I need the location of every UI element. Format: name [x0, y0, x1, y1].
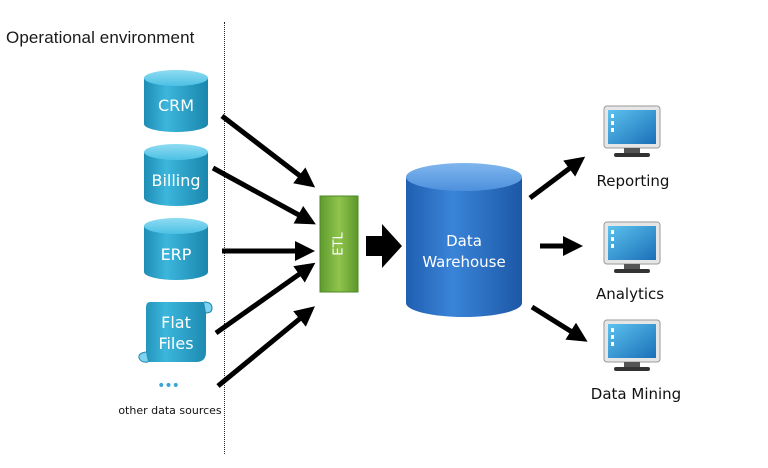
- etl-box: ETL: [319, 195, 359, 293]
- arrow-to-reporting: [528, 156, 586, 200]
- source-billing: Billing: [144, 144, 208, 206]
- monitor-icon: [603, 221, 661, 273]
- input-arrows: [211, 114, 316, 388]
- warehouse-label-line1: Data: [446, 232, 482, 250]
- source-flat-files-label-line2: Files: [158, 334, 193, 353]
- data-warehouse: Data Warehouse: [406, 163, 522, 317]
- environment-label: Operational environment: [6, 28, 195, 47]
- arrow-billing-to-etl: [211, 165, 316, 225]
- source-flat-files: Flat Files: [138, 301, 213, 363]
- monitor-icon: [603, 319, 661, 371]
- etl-label: ETL: [332, 232, 347, 256]
- destination-reporting-label: Reporting: [597, 172, 670, 190]
- destination-analytics: Analytics: [596, 221, 664, 303]
- arrow-flatfiles-to-etl: [214, 262, 316, 336]
- arrow-other-to-etl: [216, 306, 315, 388]
- output-arrows: [528, 156, 588, 342]
- arrow-etl-to-warehouse: [366, 224, 402, 268]
- environment-divider: [224, 22, 225, 454]
- destination-data-mining-label: Data Mining: [591, 385, 681, 403]
- ellipsis-dots-icon: •••: [157, 378, 179, 394]
- source-erp-label: ERP: [161, 245, 192, 264]
- monitor-icon: [603, 105, 661, 157]
- source-erp: ERP: [144, 218, 208, 280]
- arrow-crm-to-etl: [220, 114, 316, 188]
- warehouse-label-line2: Warehouse: [422, 253, 505, 271]
- source-flat-files-label-line1: Flat: [161, 313, 191, 332]
- destination-reporting: Reporting: [597, 105, 670, 190]
- source-billing-label: Billing: [151, 171, 200, 190]
- destination-data-mining: Data Mining: [591, 319, 681, 403]
- source-crm: CRM: [144, 70, 208, 132]
- arrow-to-data-mining: [530, 304, 588, 342]
- source-crm-label: CRM: [158, 96, 194, 115]
- destination-analytics-label: Analytics: [596, 285, 664, 303]
- other-sources-label: other data sources: [118, 404, 222, 417]
